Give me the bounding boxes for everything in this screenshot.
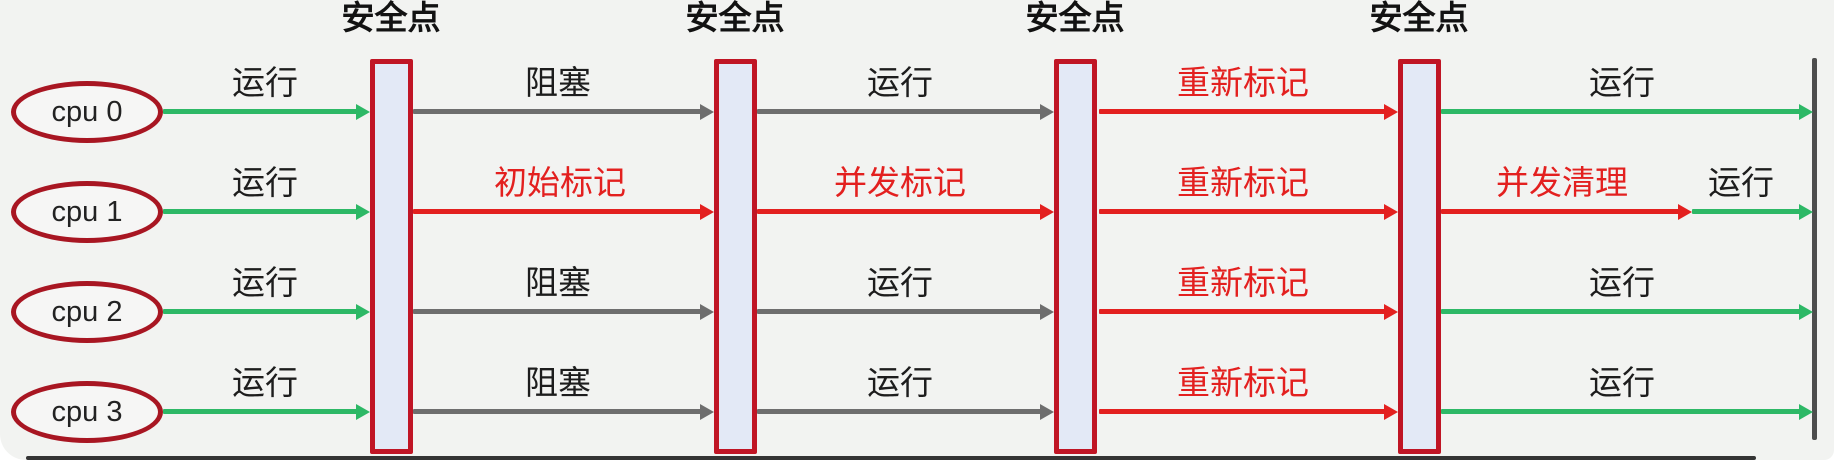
timeline-segment [757,404,1054,420]
segment-label: 初始标记 [494,164,626,201]
timeline-segment [1099,304,1398,320]
arrow-head-icon [1384,304,1398,320]
segment-label: 并发标记 [834,164,966,201]
slide-bottom-edge [26,456,1756,460]
segment-label: 运行 [867,264,933,301]
segment-label: 运行 [1589,264,1655,301]
safepoint-label: 安全点 [341,0,441,36]
segment-label: 重新标记 [1177,364,1309,401]
segment-label: 重新标记 [1177,64,1309,101]
segment-label: 运行 [232,264,298,301]
arrow-head-icon [1799,104,1813,120]
arrow-line [413,109,705,114]
timeline-segment [163,204,370,220]
timeline-segment [163,104,370,120]
arrow-line [1441,209,1683,214]
safepoint-bar [1054,59,1097,454]
timeline-segment [757,304,1054,320]
segment-label: 运行 [867,64,933,101]
arrow-head-icon [1384,104,1398,120]
arrow-head-icon [700,204,714,220]
cpu-node: cpu 2 [11,281,163,343]
segment-label: 阻塞 [525,264,591,301]
safepoint-label: 安全点 [685,0,785,36]
segment-label: 重新标记 [1177,164,1309,201]
arrow-line [413,209,705,214]
arrow-head-icon [356,204,370,220]
timeline-segment [163,304,370,320]
timeline-segment [1441,204,1692,220]
segment-label: 并发清理 [1496,164,1628,201]
timeline-segment [1099,404,1398,420]
arrow-line [1441,409,1804,414]
timeline-segment [757,204,1054,220]
arrow-head-icon [1799,304,1813,320]
arrow-line [757,109,1045,114]
arrow-head-icon [700,304,714,320]
arrow-head-icon [1678,204,1692,220]
segment-label: 运行 [232,64,298,101]
arrow-head-icon [700,104,714,120]
segment-label: 运行 [867,364,933,401]
arrow-head-icon [1799,404,1813,420]
cpu-node: cpu 3 [11,381,163,443]
segment-label: 运行 [232,364,298,401]
arrow-line [413,309,705,314]
arrow-head-icon [1040,404,1054,420]
arrow-head-icon [700,404,714,420]
timeline-segment [413,204,714,220]
timeline-segment [1441,104,1813,120]
segment-label: 运行 [1589,64,1655,101]
cpu-node: cpu 0 [11,81,163,143]
safepoint-bar [370,59,413,454]
safepoint-bar [1398,59,1441,454]
arrow-line [413,409,705,414]
safepoint-label: 安全点 [1025,0,1125,36]
timeline-segment [163,404,370,420]
timeline-segment [757,104,1054,120]
segment-label: 运行 [232,164,298,201]
arrow-head-icon [356,304,370,320]
timeline-segment [1441,404,1813,420]
arrow-head-icon [1040,304,1054,320]
arrow-line [1441,109,1804,114]
timeline-segment [1441,304,1813,320]
arrow-line [757,209,1045,214]
arrow-line [163,109,361,114]
segment-label: 运行 [1708,164,1774,201]
arrow-line [1099,209,1389,214]
arrow-line [757,409,1045,414]
arrow-line [1692,209,1804,214]
timeline-segment [1099,204,1398,220]
arrow-line [163,409,361,414]
arrow-line [757,309,1045,314]
segment-label: 阻塞 [525,364,591,401]
arrow-head-icon [1384,404,1398,420]
arrow-line [1099,409,1389,414]
safepoint-label: 安全点 [1369,0,1469,36]
arrow-head-icon [1040,104,1054,120]
safepoint-bar [714,59,757,454]
timeline-segment [1692,204,1813,220]
timeline-segment [413,104,714,120]
segment-label: 重新标记 [1177,264,1309,301]
segment-label: 运行 [1589,364,1655,401]
arrow-head-icon [1040,204,1054,220]
timeline-segment [413,304,714,320]
arrow-line [163,209,361,214]
arrow-head-icon [356,404,370,420]
segment-label: 阻塞 [525,64,591,101]
arrow-head-icon [1384,204,1398,220]
arrow-line [1099,309,1389,314]
cpu-node: cpu 1 [11,181,163,243]
arrow-head-icon [1799,204,1813,220]
arrow-line [1099,109,1389,114]
arrow-head-icon [356,104,370,120]
arrow-line [163,309,361,314]
timeline-end-line [1812,58,1817,440]
timeline-segment [1099,104,1398,120]
arrow-line [1441,309,1804,314]
timeline-segment [413,404,714,420]
